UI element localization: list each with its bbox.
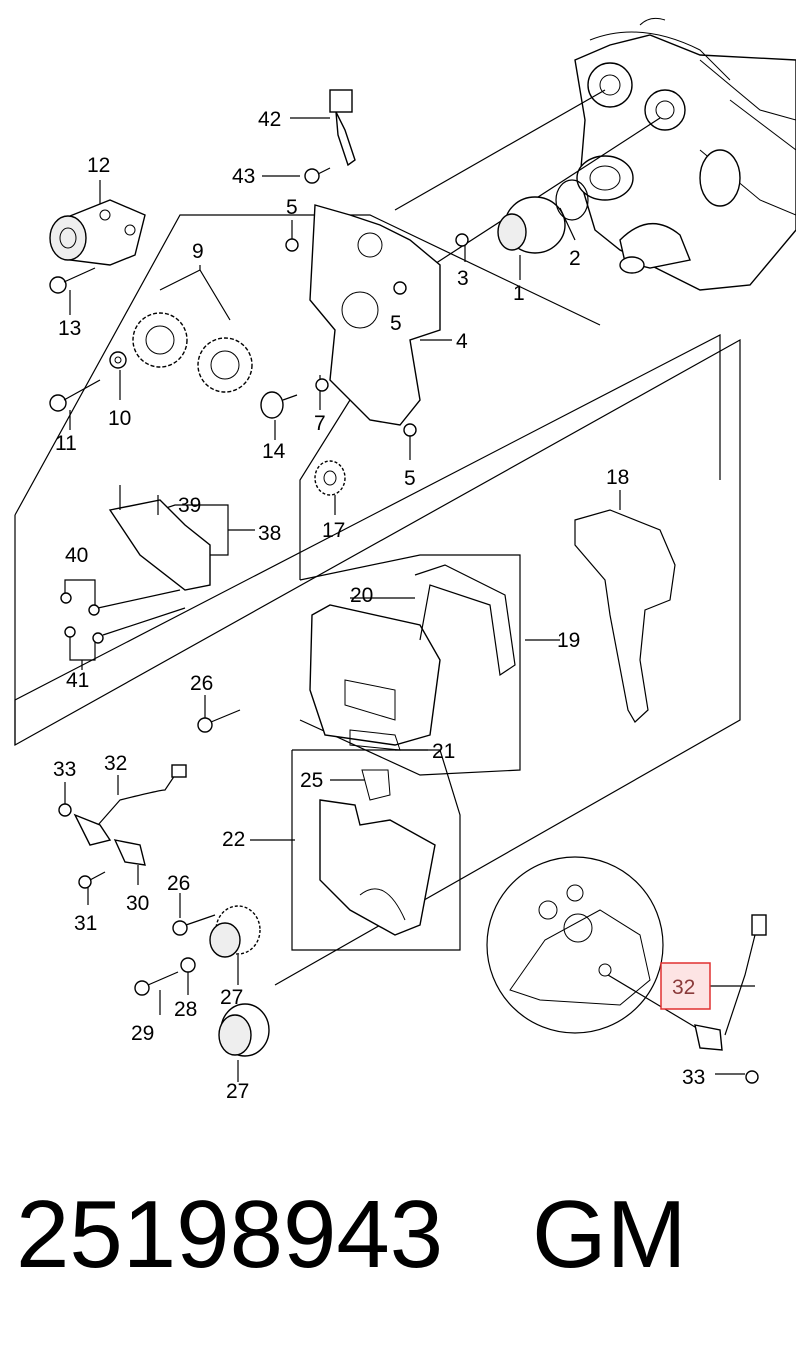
callout-11: 11 [55,432,77,455]
callout-17: 17 [322,519,345,542]
callout-40: 40 [65,544,88,567]
part-12-tensioner [49,199,146,266]
part-4-rear-cover [309,204,441,426]
part-5-bolt-b [393,281,407,295]
callout-29: 29 [131,1022,154,1045]
part-40-bolts [60,589,181,616]
callout-25: 25 [300,769,323,792]
part-13-bolt [49,267,96,294]
callout-43: 43 [232,165,255,188]
callout-19: 19 [557,629,580,652]
part-26-bolt-a [197,709,241,733]
part-31-bolt [78,871,106,889]
callout-32: 32 [104,752,127,775]
part-29-bolt [134,971,179,996]
callout-2: 2 [569,247,581,270]
part-number: 25198943 [16,1181,444,1288]
callout-9: 9 [192,240,204,263]
part-1-water-pump [497,196,566,254]
callout-4: 4 [456,330,468,353]
callout-12: 12 [87,154,110,177]
detail-inset [486,856,767,1084]
callout-33: 33 [53,758,76,781]
callout-26: 26 [167,872,190,895]
part-43-bolt [304,167,331,184]
callout-33: 33 [682,1066,705,1089]
part-30-bracket [113,839,146,866]
callout-41: 41 [66,669,89,692]
box-22-lower-cover [291,749,461,951]
callout-27: 27 [220,986,243,1009]
callout-26: 26 [190,672,213,695]
part-42-bracket [329,89,356,167]
brand-name: GM [532,1181,687,1288]
part-14-idler [260,391,298,419]
callout-20: 20 [350,584,373,607]
callout-22: 22 [222,828,245,851]
part-41-bolts [64,607,186,644]
callout-5: 5 [286,196,298,219]
part-27-pulley-b [218,1003,270,1057]
callout-28: 28 [174,998,197,1021]
callout-21: 21 [432,740,455,763]
part-5-bolt-c [403,423,417,437]
part-11-bolt [49,379,101,412]
callout-14: 14 [262,440,286,463]
callout-27: 27 [226,1080,249,1100]
part-26-bolt-b [172,914,216,936]
callout-7: 7 [314,412,326,435]
callout-5: 5 [390,312,402,335]
box-19-upper-cover [299,554,521,776]
part-7-bolt [315,378,329,392]
part-9-gears [132,312,253,393]
callout-18: 18 [606,466,629,489]
highlighted-callout-32: 32 [660,962,711,1010]
part-2-o-ring [555,179,589,221]
highlighted-callout-label: 32 [672,976,695,999]
callout-31: 31 [74,912,97,935]
callout-38: 38 [258,522,281,545]
callout-3: 3 [457,267,469,290]
callout-10: 10 [108,407,131,430]
footer: 25198943 GM [0,1170,796,1320]
callout-13: 13 [58,317,81,340]
part-18-timing-belt [574,509,676,723]
part-38-bracket [108,485,211,591]
part-33-bolt-left [58,803,72,817]
exploded-parts-diagram: 42 43 5 12 9 3 1 2 5 4 13 10 11 7 14 5 1… [14,17,796,1100]
callout-5: 5 [404,467,416,490]
callout-1: 1 [513,282,525,305]
part-3-bolt [455,233,469,247]
callout-labels: 42 43 5 12 9 3 1 2 5 4 13 10 11 7 14 5 1… [53,108,705,1100]
part-32-sensor-left [73,764,187,846]
part-17-sprocket [314,460,346,496]
callout-39: 39 [178,494,201,517]
part-10-washer [109,351,127,369]
part-27-pulley-a [209,905,261,958]
callout-42: 42 [258,108,281,131]
engine-block [574,17,796,291]
part-5-bolt-a [285,238,299,252]
callout-30: 30 [126,892,149,915]
part-28-washer [180,957,196,973]
